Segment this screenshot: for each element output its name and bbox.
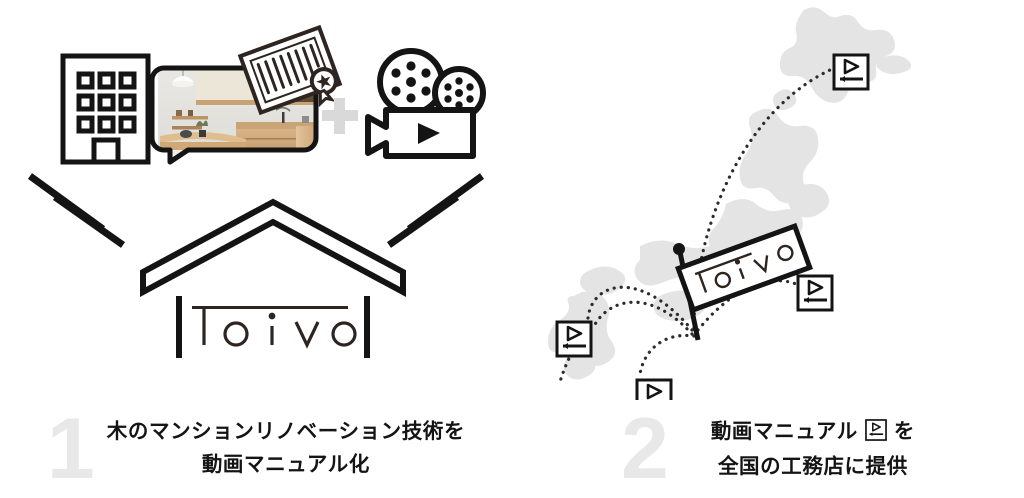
toivo-flag	[673, 222, 813, 341]
toivo-wordmark	[202, 309, 357, 349]
toivo-logo	[140, 198, 406, 358]
step-2-caption-text-after: を	[893, 419, 916, 443]
step-2-caption-text-before: 動画マニュアル	[710, 419, 858, 443]
step-1-artwork	[0, 0, 512, 400]
step-1-caption-line-1: 木のマンションリノベーション技術を	[106, 419, 466, 443]
certificate-seal-icon	[237, 24, 343, 116]
video-manual-icon	[865, 419, 887, 447]
step-1-svg	[27, 24, 486, 358]
step-1-caption: 1 木のマンションリノベーション技術を 動画マニュアル化	[0, 398, 512, 498]
accent-strokes-left	[27, 173, 126, 248]
apartment-building-icon	[60, 53, 151, 165]
step-1-number: 1	[46, 400, 95, 497]
step-2-caption-line-1: 動画マニュアル を	[711, 418, 915, 446]
step-1-panel: 1 木のマンションリノベーション技術を 動画マニュアル化	[0, 0, 512, 498]
step-2-panel: 2 動画マニュアル を 全国の工務店に提供	[512, 0, 1024, 498]
distribution-arcs	[558, 68, 832, 384]
step-2-artwork	[512, 0, 1024, 461]
step-2-caption: 2 動画マニュアル を 全国の工務店に提供	[512, 398, 1024, 498]
step-1-caption-lines: 木のマンションリノベーション技術を 動画マニュアル化	[107, 420, 465, 476]
distribution-point-shikoku	[635, 378, 673, 416]
step-1-caption-line-2: 動画マニュアル化	[201, 452, 370, 476]
accent-strokes-right	[386, 173, 485, 248]
step-2-caption-lines: 動画マニュアル を 全国の工務店に提供	[711, 418, 915, 478]
step-2-number: 2	[620, 400, 669, 497]
distribution-point-hokkaido	[832, 53, 870, 91]
distribution-point-kanto	[796, 274, 834, 312]
distribution-point-chugoku	[555, 320, 593, 358]
step-2-svg	[534, 7, 912, 461]
step-2-caption-line-2: 全国の工務店に提供	[717, 454, 908, 478]
plus-icon	[322, 98, 358, 134]
movie-camera-icon	[365, 48, 486, 159]
